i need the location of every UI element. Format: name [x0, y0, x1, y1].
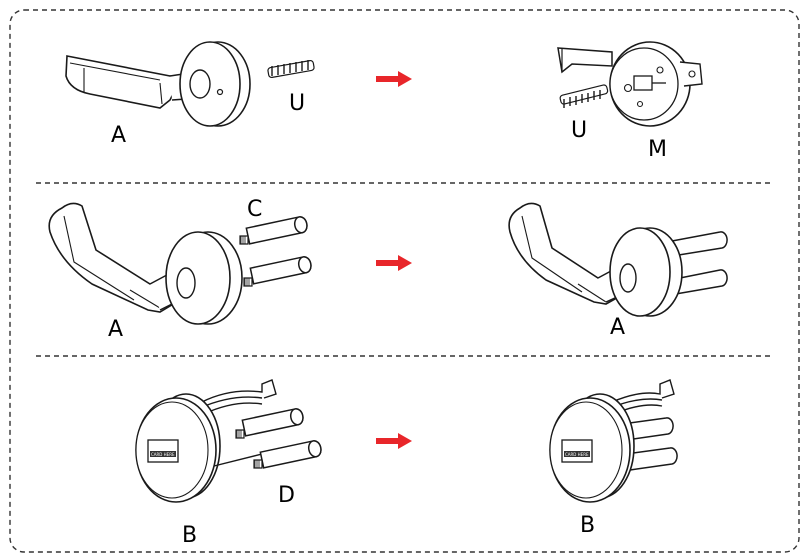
label-row2-left-a: A	[108, 317, 123, 342]
row2-right-lever-assembly	[508, 202, 728, 317]
label-row2-left-c: C	[247, 197, 262, 222]
label-row1-right-m: M	[648, 137, 667, 162]
row1-left-lever-handle	[65, 41, 251, 127]
row3-right-card-text: CARD HERE	[565, 452, 589, 457]
row1-red-arrow	[376, 71, 412, 87]
row3-red-arrow	[376, 433, 412, 449]
label-row1-left-u: U	[289, 91, 305, 116]
label-row2-right-a: A	[610, 315, 625, 340]
row2-left-lever-assembly	[48, 202, 243, 325]
row3-left-card-text: CARD HERE	[151, 452, 175, 457]
row2-red-arrow	[376, 255, 412, 271]
row2-left-posts	[239, 214, 314, 287]
label-row1-left-a: A	[111, 123, 126, 148]
row1-right-screw	[559, 84, 609, 108]
label-row3-left-d: D	[278, 483, 295, 508]
row3-right-reader-module	[549, 379, 678, 503]
label-row3-left-b: B	[182, 523, 197, 548]
row3-left-reader-module	[135, 379, 324, 503]
label-row3-right-b: B	[580, 513, 595, 538]
row1-left-screw	[267, 59, 315, 79]
outer-dashed-border	[9, 9, 800, 553]
row1-right-rose-bracket	[557, 41, 703, 127]
label-row1-right-u: U	[571, 118, 587, 143]
